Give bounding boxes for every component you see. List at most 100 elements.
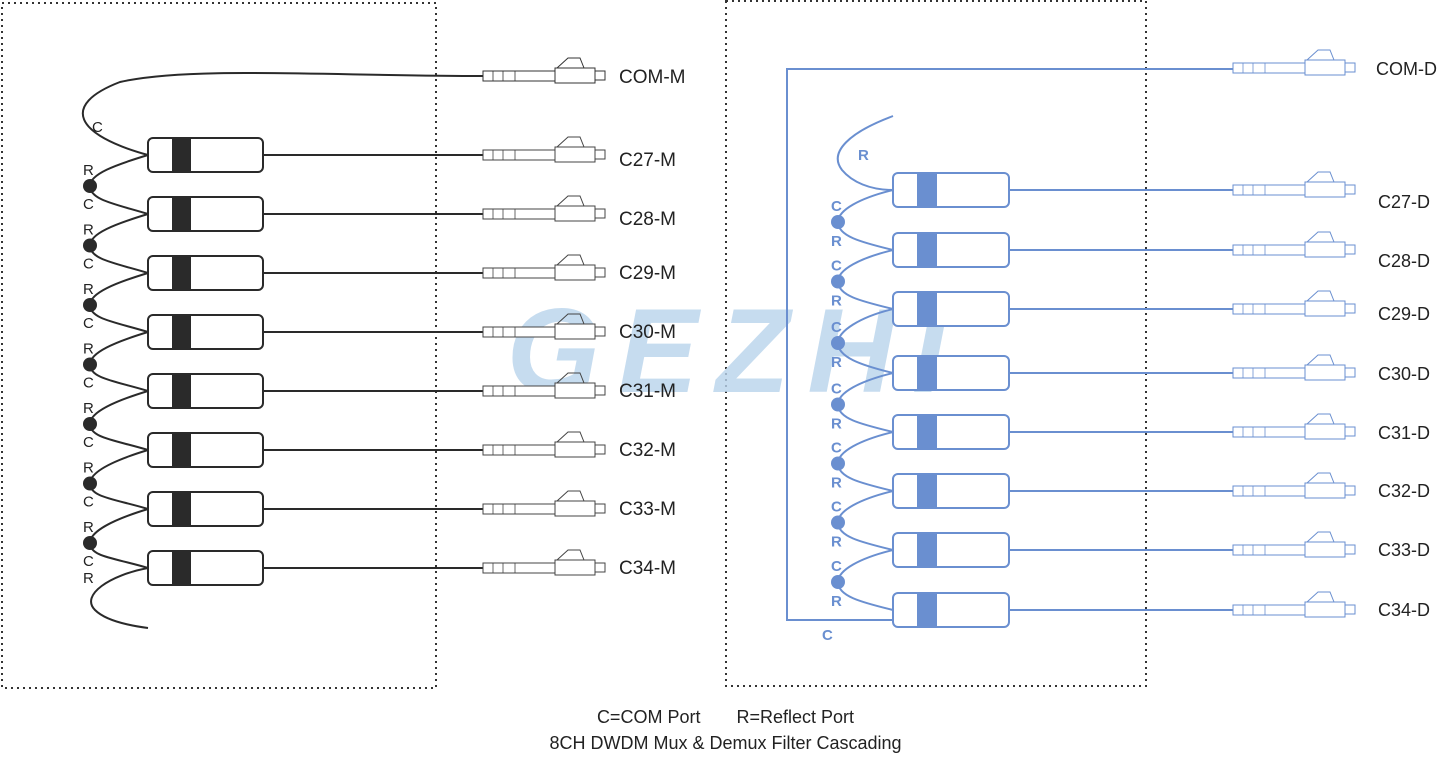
mux-channel-label: C31-M: [619, 381, 676, 402]
mux-channel-label: C32-M: [619, 440, 676, 461]
mux-reflect-label: R: [83, 519, 94, 536]
mux-filter: [147, 550, 264, 586]
mux-last-reflect-label: R: [83, 570, 94, 587]
demux-channel-label: C30-D: [1378, 364, 1430, 384]
mux-com-fiber: [81, 71, 484, 156]
mux-channel: C34-M: [147, 549, 676, 586]
demux-filter-core: [917, 292, 937, 326]
mux-filter: [147, 255, 264, 291]
demux-filter: [892, 532, 1010, 568]
mux-com-port-label: C: [83, 553, 94, 570]
mux-splice-dot: [83, 357, 97, 372]
legend-line: C=COM Port R=Reflect Port: [0, 707, 1451, 728]
demux-filter: [892, 232, 1010, 268]
demux-filter: [892, 414, 1010, 450]
mux-loop-label: C: [92, 119, 103, 136]
demux-connector: [1232, 531, 1356, 558]
demux-reflect-label: R: [831, 416, 842, 433]
demux-filter-core: [917, 474, 937, 508]
mux-splice-dot: [83, 417, 97, 431]
mux-reflect-label: R: [83, 341, 94, 358]
mux-connector: [482, 313, 606, 340]
demux-channel: C29-DCR: [831, 290, 1430, 374]
mux-module-border: [1, 2, 437, 689]
demux-com-port-label: C: [831, 381, 842, 398]
mux-filter-core: [172, 197, 191, 231]
mux-connector: [482, 431, 606, 458]
mux-reflect-label: R: [83, 460, 94, 477]
demux-filter: [892, 473, 1010, 509]
demux-filter-core: [917, 533, 937, 567]
demux-reflect-label: R: [831, 233, 842, 250]
demux-channel: C31-DCR: [831, 413, 1430, 492]
demux-filter: [892, 355, 1010, 391]
mux-filter-core: [172, 551, 191, 585]
mux-splice-dot: [83, 476, 97, 491]
demux-connector: [1232, 413, 1356, 440]
demux-com-connector: [1232, 49, 1356, 76]
mux-channel-label: C29-M: [619, 263, 676, 284]
mux-channel: C33-M RC: [83, 490, 676, 570]
mux-filter-core: [172, 492, 191, 526]
mux-filter: [147, 137, 264, 173]
mux-channel-label: C30-M: [619, 322, 676, 343]
demux-channel: C27-DCR: [831, 171, 1430, 251]
demux-channel-label: C33-D: [1378, 540, 1430, 560]
demux-splice-dot: [831, 274, 845, 289]
mux-splice-dot: [83, 536, 97, 550]
legend-com: C=COM Port: [596, 707, 701, 727]
demux-filter-core: [917, 593, 937, 627]
demux-com-port-label: C: [831, 319, 842, 336]
demux-splice-dot: [831, 215, 845, 229]
demux-reflect-label: R: [831, 475, 842, 492]
demux-filter-core: [917, 173, 937, 207]
mux-channel: C32-MRC: [83, 431, 676, 511]
mux-channel-label: C34-M: [619, 558, 676, 579]
demux-filter-core: [917, 233, 937, 267]
mux-channel: C28-MRC: [83, 195, 676, 274]
mux-com-connector: [482, 57, 606, 84]
demux-top-reflect-label: R: [858, 147, 869, 164]
demux-connector: [1232, 472, 1356, 499]
mux-com-label: COM-M: [619, 67, 685, 88]
demux-com-port-label: C: [831, 558, 842, 575]
demux-filter-core: [917, 356, 937, 390]
demux-channel-label: C32-D: [1378, 481, 1430, 501]
demux-channel: C32-D CR: [831, 472, 1430, 551]
diagram-caption: 8CH DWDM Mux & Demux Filter Cascading: [549, 733, 902, 753]
mux-reflect-label: R: [83, 162, 94, 179]
legend-reflect: R=Reflect Port: [736, 707, 855, 727]
mux-filter: [147, 314, 264, 350]
mux-connector: [482, 254, 606, 281]
mux-connector: [482, 195, 606, 222]
mux-filter-core: [172, 315, 191, 349]
demux-com-port-label: C: [831, 258, 842, 275]
demux-connector: [1232, 231, 1356, 258]
mux-channel-label: C28-M: [619, 209, 676, 230]
mux-channel: C27-MRC: [83, 136, 676, 215]
mux-filter: [147, 432, 264, 468]
demux-splice-dot: [831, 397, 845, 412]
mux-connector: [482, 549, 606, 576]
mux-filter: [147, 491, 264, 527]
mux-splice-dot: [83, 298, 97, 312]
mux-com-port-label: C: [83, 375, 94, 392]
demux-reflect-label: R: [831, 593, 842, 610]
mux-channel: C29-MRC: [83, 254, 676, 333]
demux-channel-label: C27-D: [1378, 192, 1430, 212]
demux-connector: [1232, 591, 1356, 618]
demux-channel-label: C31-D: [1378, 423, 1430, 443]
mux-reflect-label: R: [83, 281, 94, 298]
demux-connector: [1232, 290, 1356, 317]
demux-channel: C28-D CR: [831, 231, 1430, 310]
demux-com-port-label: C: [831, 499, 842, 516]
mux-channel-label: C33-M: [619, 499, 676, 520]
demux-channel-label: C28-D: [1378, 251, 1430, 271]
demux-com-port-label: C: [831, 440, 842, 457]
demux-splice-dot: [831, 456, 845, 471]
demux-channel: C30-D C R: [831, 354, 1430, 433]
mux-filter-core: [172, 138, 191, 172]
demux-com-loop-label: C: [822, 627, 833, 644]
demux-module-border: [725, 0, 1147, 687]
